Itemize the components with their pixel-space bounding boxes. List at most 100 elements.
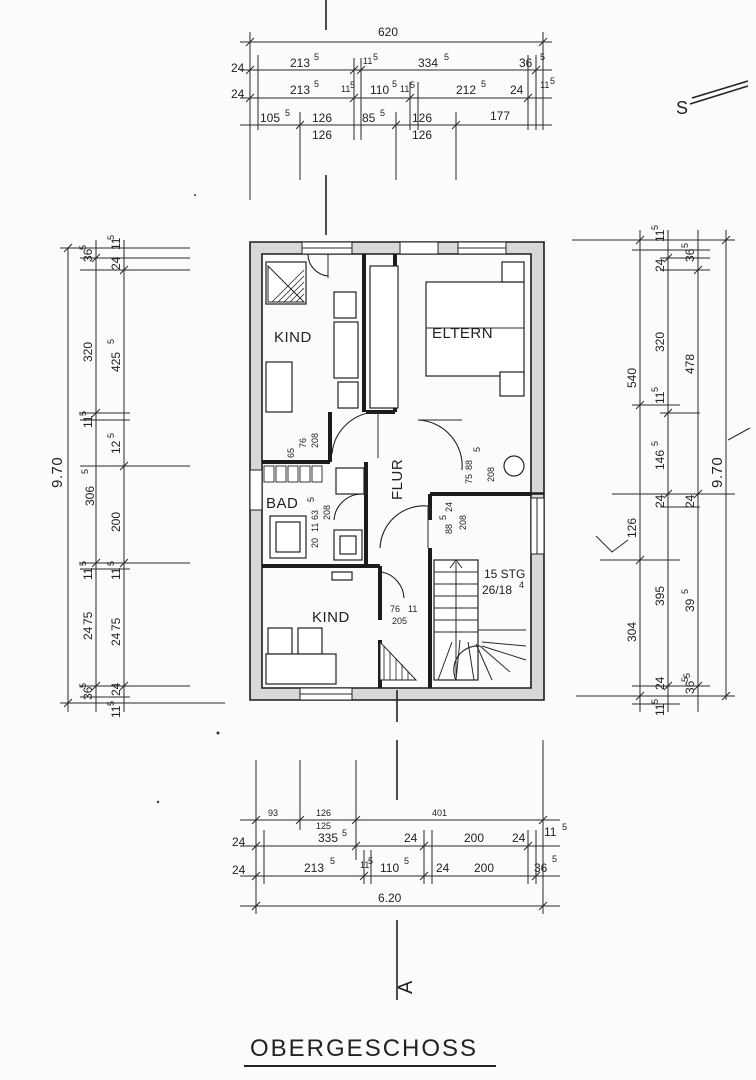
room-kind-top: KIND [265,253,359,413]
dim-bottom-total: 6.20 [378,891,402,905]
door-dim: 205 [392,616,407,626]
dim-left: 5 [78,683,88,688]
speck [216,731,220,735]
room-bad: BAD [263,465,365,561]
left-dimension-chains: 9.70 306 5 36 5 24 11 5 320 425 5 11 5 1… [49,235,225,718]
dim-top: 212 [456,83,476,97]
dim-right-mid: 11 [653,391,667,404]
dim-left: 5 [78,561,88,566]
door-dim: 65 [286,448,296,458]
dim-bottom: 36 [534,861,548,875]
dim-bottom: 24 [512,831,526,845]
dim-right: 24 [653,258,667,272]
dim-top: 177 [490,109,510,123]
dim-left: 200 [109,512,123,532]
dim-top: 5 [373,52,378,62]
room-label-eltern: ELTERN [432,325,493,342]
right-dimension-chains: 540 11 5 304 11 5 36 5 24 320 478 146 5 … [572,225,751,716]
dim-bottom: 5 [552,854,557,864]
speck [156,800,160,804]
dim-top: 126 [312,128,332,142]
dim-top: 213 [290,83,310,97]
dim-bottom: 110 [380,861,399,875]
dim-left-total: 9.70 [49,457,66,488]
dim-top: 5 [350,80,355,90]
dim-top: 126 [412,111,432,125]
dim-top: 11 [400,84,409,94]
dim-right: 5 [650,441,660,446]
dim-right: 146 [653,450,667,470]
dim-bottom: 335 [318,831,338,845]
room-eltern: ELTERN [369,261,525,477]
dim-left: 5 [106,433,116,438]
bottom-dimension-chains: 93 126 401 24 125 335 5 24 200 24 11 5 2… [232,740,567,914]
door-dim: 208 [322,505,332,520]
door-dim: 5 [306,497,316,502]
dim-top: 334 [418,56,438,70]
dim-left: 5 [106,561,116,566]
stair-count: 15 STG [484,567,525,581]
room-flur: FLUR [331,411,463,599]
dim-top: 24 [231,61,245,75]
dim-right: 36 [683,248,697,262]
dim-bottom: 213 [304,861,324,875]
door-dim: 20 [310,538,320,548]
door-dim: 24 [444,502,454,512]
dim-left: 24 [109,256,123,270]
dim-right: 24 [653,494,667,508]
door-dim: 11 [310,523,320,532]
dim-bottom: 11 [360,860,369,870]
dim-top: 5 [392,79,397,89]
floor-plan: KIND ELTERN FLUR [249,241,545,701]
dim-left-mid-sup: 5 [80,469,90,474]
dim-bottom: 401 [432,808,447,818]
dim-right: 39 [683,598,697,612]
staircase: 15 STG 26/18 4 [433,559,527,681]
dim-bottom: 24 [232,863,246,877]
door-dimensions: 65 76 208 75 88 5 208 20 11 63 5 208 88 … [286,433,496,626]
dim-top: 5 [314,52,319,62]
dim-top: 5 [481,79,486,89]
door-dim: 5 [472,447,482,452]
section-mark: A [395,980,417,994]
dim-right: 478 [683,354,697,374]
speck [194,194,196,196]
dim-bottom: 5 [404,856,409,866]
dim-left: 24 [81,626,95,640]
dim-left: 75 [109,617,123,631]
windows [249,241,545,701]
dim-left-mid: 306 [83,486,97,506]
dim-right: 320 [653,332,667,352]
dim-bottom: 200 [464,831,484,845]
dim-right: 5 [682,673,692,678]
dim-left: 11 [109,567,123,580]
room-label-kind-top: KIND [274,329,312,346]
dim-right: 5 [650,699,660,704]
dim-right-mid: 540 [625,368,639,388]
dim-top: 213 [290,56,310,70]
dim-right: 5 [680,589,690,594]
room-label-bad: BAD [266,495,298,512]
dim-left: 75 [81,611,95,625]
dim-left: 5 [78,245,88,250]
dim-top: 5 [410,80,415,90]
dim-left: 24 [109,682,123,696]
dim-right-mid: 5 [650,387,660,392]
drawing-title: OBERGESCHOSS [250,1035,478,1062]
dim-top: 85 [362,111,376,125]
door-dim: 75 [464,474,474,484]
dim-top: 5 [380,108,385,118]
dim-bottom: 24 [436,861,450,875]
door-dim: 208 [458,515,468,530]
dim-top: 5 [540,52,545,62]
room-label-flur: FLUR [389,459,406,500]
dim-left: 5 [106,235,116,240]
dim-left: 11 [109,705,123,718]
dim-left: 5 [78,411,88,416]
stair-ratio: 26/18 [482,583,512,597]
dim-right: 24 [653,676,667,690]
dim-left: 36 [81,248,95,262]
door-dim: 76 [390,604,400,614]
door-dim: 5 [438,515,448,520]
